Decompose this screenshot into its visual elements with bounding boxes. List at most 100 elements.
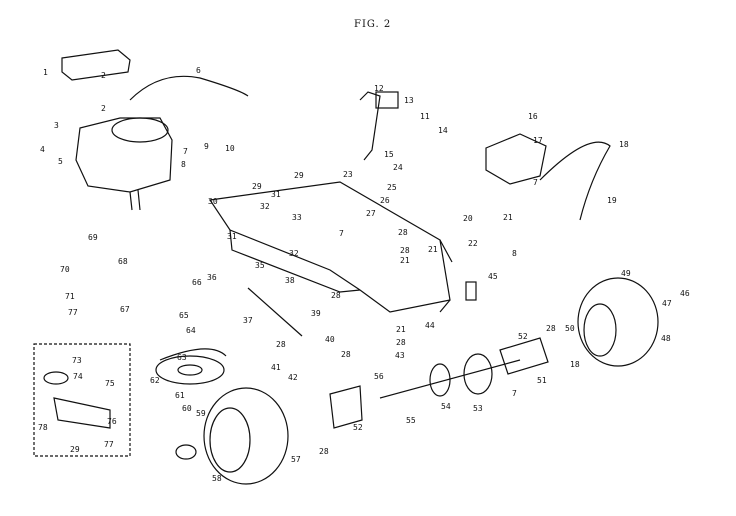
steering-lever xyxy=(359,91,381,161)
callout-label: 21 xyxy=(400,256,410,265)
throttle-cable xyxy=(129,75,249,101)
callout-label: 29 xyxy=(70,445,80,454)
callout-label: 70 xyxy=(60,265,70,274)
brake-plate xyxy=(499,337,549,375)
callout-label: 37 xyxy=(243,316,253,325)
drive-belt xyxy=(159,348,227,361)
callout-label: 39 xyxy=(311,309,321,318)
callout-label: 11 xyxy=(420,112,430,121)
callout-label: 50 xyxy=(565,324,575,333)
callout-label: 15 xyxy=(384,150,394,159)
callout-label: 8 xyxy=(512,249,517,258)
callout-label: 69 xyxy=(88,233,98,242)
callout-label: 60 xyxy=(182,404,192,413)
callout-label: 14 xyxy=(438,126,448,135)
axle-bracket xyxy=(329,385,363,429)
callout-label: 3 xyxy=(54,121,59,130)
callout-label: 1 xyxy=(43,68,48,77)
callout-label: 32 xyxy=(289,249,299,258)
callout-label: 22 xyxy=(468,239,478,248)
callout-label: 7 xyxy=(533,178,538,187)
callout-label: 64 xyxy=(186,326,196,335)
callout-label: 31 xyxy=(271,190,281,199)
small-bracket xyxy=(465,281,477,301)
callout-label: 52 xyxy=(518,332,528,341)
hubcap xyxy=(175,444,197,460)
callout-label: 2 xyxy=(101,71,106,80)
callout-label: 24 xyxy=(393,163,403,172)
callout-label: 25 xyxy=(387,183,397,192)
callout-label: 41 xyxy=(271,363,281,372)
callout-label: 13 xyxy=(404,96,414,105)
callout-label: 28 xyxy=(331,291,341,300)
brake-cable xyxy=(539,141,611,221)
callout-label: 27 xyxy=(366,209,376,218)
axle-disc xyxy=(463,353,493,395)
callout-label: 28 xyxy=(276,340,286,349)
callout-label: 67 xyxy=(120,305,130,314)
figure-title: FIG. 2 xyxy=(354,19,392,30)
callout-label: 28 xyxy=(398,228,408,237)
callout-label: 48 xyxy=(661,334,671,343)
callout-label: 53 xyxy=(473,404,483,413)
callout-label: 40 xyxy=(325,335,335,344)
callout-label: 21 xyxy=(428,245,438,254)
callout-label: 77 xyxy=(68,308,78,317)
callout-label: 77 xyxy=(104,440,114,449)
fuel-tank xyxy=(61,49,131,81)
callout-label: 8 xyxy=(181,160,186,169)
callout-label: 18 xyxy=(570,360,580,369)
callout-label: 44 xyxy=(425,321,435,330)
callout-label: 46 xyxy=(680,289,690,298)
inset-box xyxy=(33,343,131,457)
callout-label: 9 xyxy=(204,142,209,151)
callout-label: 28 xyxy=(341,350,351,359)
callout-label: 7 xyxy=(183,147,188,156)
callout-label: 75 xyxy=(105,379,115,388)
callout-label: 30 xyxy=(208,197,218,206)
callout-label: 56 xyxy=(374,372,384,381)
callout-label: 65 xyxy=(179,311,189,320)
callout-label: 20 xyxy=(463,214,473,223)
callout-label: 43 xyxy=(395,351,405,360)
callout-label: 62 xyxy=(150,376,160,385)
callout-label: 29 xyxy=(252,182,262,191)
callout-label: 21 xyxy=(503,213,513,222)
callout-label: 33 xyxy=(292,213,302,222)
callout-label: 29 xyxy=(294,171,304,180)
callout-label: 68 xyxy=(118,257,128,266)
callout-label: 66 xyxy=(192,278,202,287)
callout-label: 55 xyxy=(406,416,416,425)
lever-bracket xyxy=(375,91,399,109)
callout-label: 51 xyxy=(537,376,547,385)
callout-label: 17 xyxy=(533,136,543,145)
callout-label: 71 xyxy=(65,292,75,301)
callout-label: 4 xyxy=(40,145,45,154)
chassis-frame xyxy=(208,181,451,313)
callout-label: 47 xyxy=(662,299,672,308)
callout-label: 10 xyxy=(225,144,235,153)
callout-label: 54 xyxy=(441,402,451,411)
callout-label: 28 xyxy=(400,246,410,255)
callout-label: 23 xyxy=(343,170,353,179)
callout-label: 59 xyxy=(196,409,206,418)
callout-label: 12 xyxy=(374,84,384,93)
rear-wheel-left xyxy=(203,387,289,485)
rear-wheel-right xyxy=(577,277,659,367)
callout-label: 52 xyxy=(353,423,363,432)
callout-label: 7 xyxy=(339,229,344,238)
callout-label: 7 xyxy=(512,389,517,398)
callout-label: 63 xyxy=(177,353,187,362)
engine-top xyxy=(111,117,169,143)
callout-label: 38 xyxy=(285,276,295,285)
callout-label: 28 xyxy=(396,338,406,347)
fender-part xyxy=(485,133,547,185)
callout-label: 45 xyxy=(488,272,498,281)
callout-label: 73 xyxy=(72,356,82,365)
engine xyxy=(75,117,173,193)
callout-label: 19 xyxy=(607,196,617,205)
callout-label: 2 xyxy=(101,104,106,113)
shift-rod xyxy=(247,287,303,337)
